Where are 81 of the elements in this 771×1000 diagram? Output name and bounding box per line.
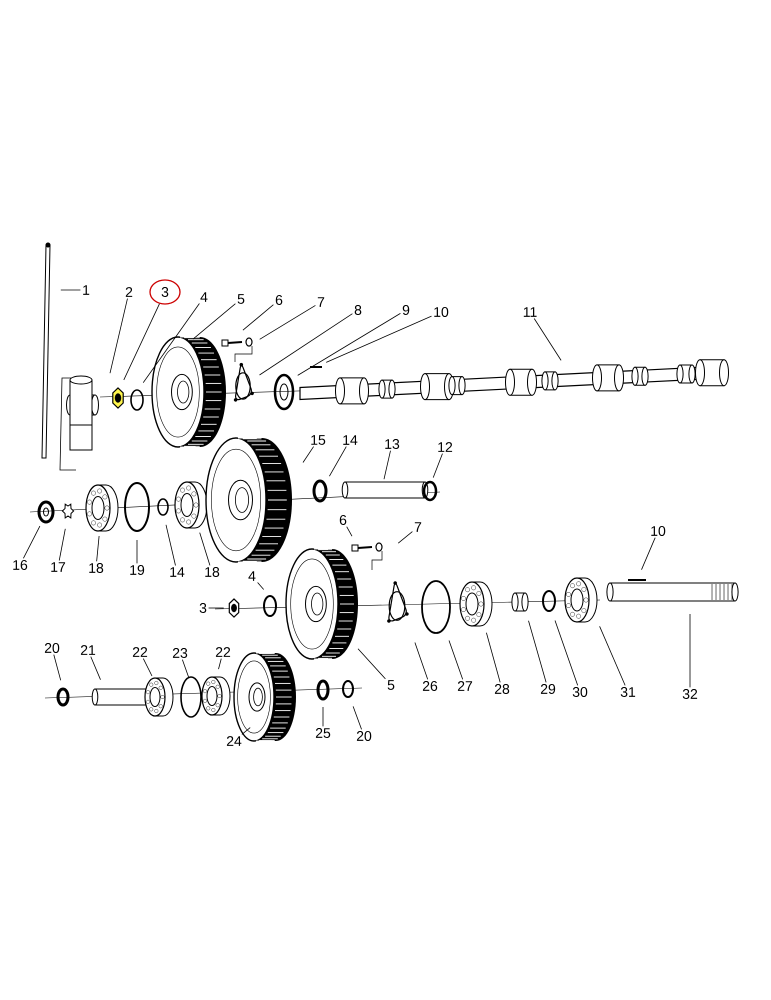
leader-line <box>142 658 152 676</box>
callout-number: 15 <box>311 435 326 445</box>
leader-line <box>90 656 101 680</box>
callout-number: 32 <box>682 689 698 699</box>
callout-number: 6 <box>276 295 282 305</box>
leader-line <box>302 446 314 463</box>
leader-line <box>242 727 251 735</box>
callout-number: 22 <box>132 647 148 657</box>
callout-number: 19 <box>130 565 144 575</box>
leader-line <box>329 446 347 477</box>
leader-line <box>599 626 626 686</box>
leader-line <box>218 658 222 670</box>
callout-number: 14 <box>343 435 358 445</box>
callout-number: 20 <box>356 731 372 741</box>
callout-number: 3 <box>200 603 206 613</box>
leader-line <box>23 526 40 559</box>
callout-number: 24 <box>226 736 242 746</box>
callout-number: 2 <box>126 287 132 297</box>
callout-number: 30 <box>572 687 588 697</box>
callout-number: 16 <box>13 560 28 570</box>
callout-number: 6 <box>340 515 346 525</box>
leader-line <box>259 313 353 376</box>
leader-line <box>192 303 236 340</box>
callout-number: 1 <box>83 285 90 295</box>
leader-line <box>182 659 190 679</box>
leader-line <box>96 536 100 562</box>
callout-number: 13 <box>385 439 400 449</box>
callout-number: 31 <box>620 687 636 697</box>
callout-number: 20 <box>44 643 60 653</box>
callout-number: 17 <box>51 562 66 572</box>
leader-line <box>398 531 413 544</box>
leader-line <box>297 312 401 376</box>
leader-line <box>259 305 316 340</box>
callout-number: 28 <box>494 684 510 694</box>
callout-number: 4 <box>248 571 256 581</box>
leader-line <box>384 450 391 480</box>
leader-line <box>346 526 352 537</box>
callout-number: 25 <box>316 728 330 738</box>
leader-line <box>358 648 386 680</box>
callout-number: 7 <box>318 297 324 307</box>
leader-line <box>486 632 501 683</box>
callout-number: 18 <box>89 563 104 573</box>
callout-number: 23 <box>172 648 188 658</box>
leader-line <box>322 706 324 727</box>
leader-line <box>432 453 443 478</box>
callout-number: 22 <box>216 647 230 657</box>
leader-line <box>448 640 464 680</box>
leader-line <box>53 654 62 681</box>
leader-line <box>199 532 210 566</box>
leader-line <box>534 318 562 361</box>
leader-line <box>142 303 200 384</box>
callout-number: 12 <box>438 442 452 452</box>
leader-line <box>242 304 274 331</box>
callout-number: 10 <box>651 526 666 536</box>
leader-line <box>136 540 138 564</box>
leader-line <box>352 706 362 730</box>
callout-number: 9 <box>402 305 410 315</box>
leader-line <box>326 316 432 363</box>
callout-number: 8 <box>354 305 362 315</box>
callout-number: 14 <box>170 567 184 577</box>
callout-number: 7 <box>414 522 422 532</box>
callout-number: 11 <box>524 307 537 317</box>
leader-line <box>110 298 128 374</box>
callout-number: 29 <box>540 684 556 694</box>
leader-line <box>257 582 264 590</box>
leader-line <box>554 620 578 686</box>
leader-line <box>123 303 160 380</box>
circled-callout-number: 3 <box>149 279 181 305</box>
leader-line <box>414 642 428 680</box>
leader-line <box>528 620 546 683</box>
leader-line <box>166 524 176 566</box>
callout-number: 26 <box>422 681 438 691</box>
callout-number: 4 <box>200 292 208 302</box>
callout-number: 5 <box>388 680 394 690</box>
leader-line <box>641 537 656 570</box>
callout-number: 10 <box>434 307 448 317</box>
callout-number: 21 <box>80 645 96 655</box>
leader-line <box>58 528 66 561</box>
callout-number: 18 <box>205 567 220 577</box>
callout-number: 27 <box>458 681 472 691</box>
callout-number: 5 <box>238 294 244 304</box>
